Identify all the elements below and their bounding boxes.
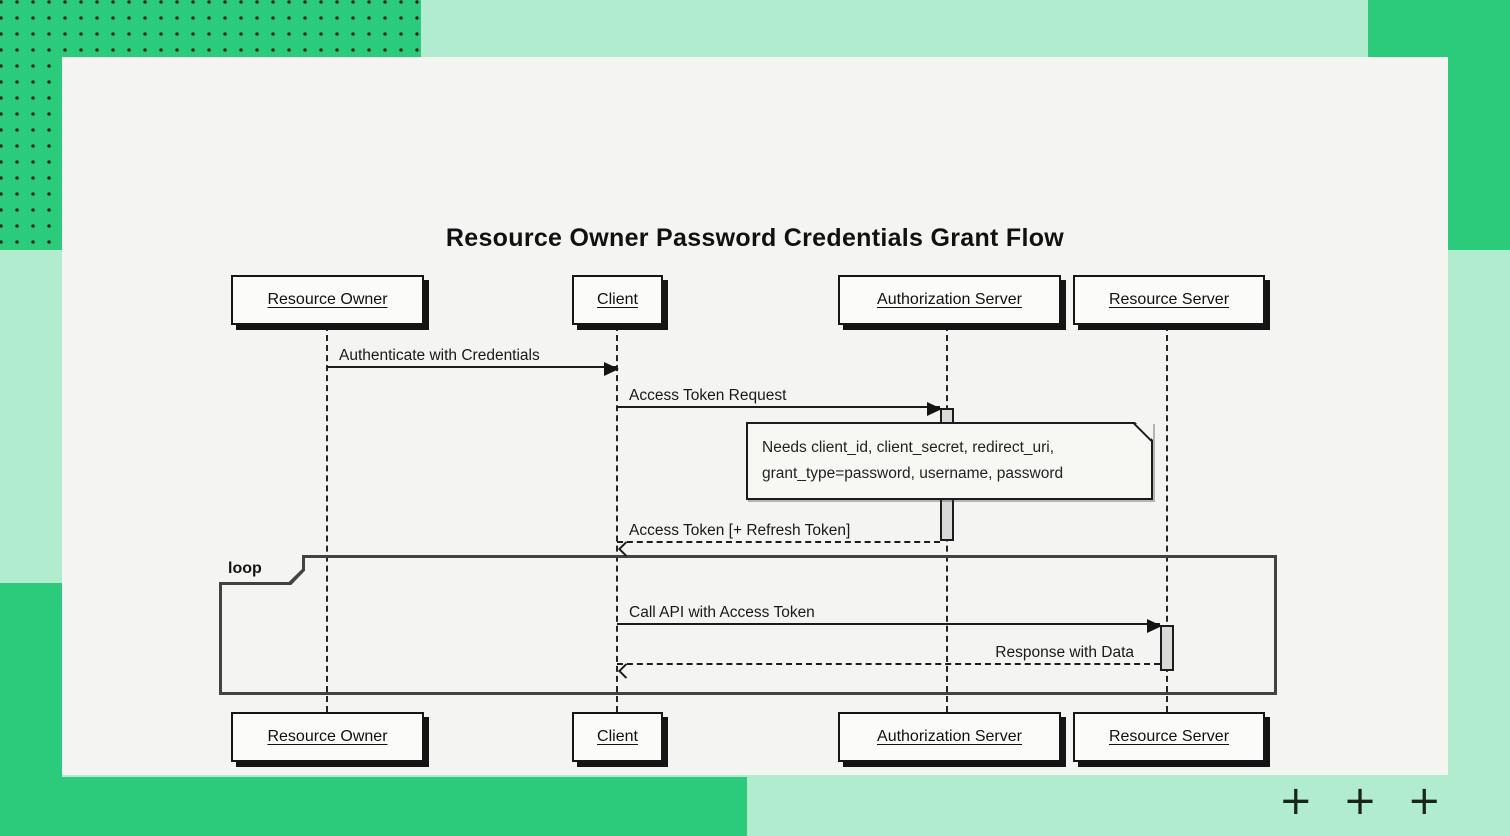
participant-client-bottom: Client (572, 712, 663, 762)
bottom-green-strip (0, 777, 747, 836)
participant-label: Resource Server (1108, 728, 1230, 745)
message-line (617, 406, 940, 408)
loop-fragment-frame: loop (219, 555, 1277, 695)
note-line-1: Needs client_id, client_secret, redirect… (762, 439, 1055, 456)
activation-bar-resource-server (1160, 625, 1174, 671)
message-access-token-refresh-token: Access Token [+ Refresh Token] (617, 519, 940, 557)
participant-resource-server-top: Resource Server (1073, 275, 1265, 325)
participant-label: Resource Server (1108, 291, 1230, 308)
participant-label: Client (597, 291, 638, 308)
participant-label: Client (597, 728, 638, 745)
arrowhead-solid-icon (927, 402, 942, 416)
message-line (327, 366, 617, 368)
participant-resource-owner-top: Resource Owner (231, 275, 424, 325)
participant-label: Authorization Server (877, 291, 1022, 308)
arrowhead-solid-icon (1147, 619, 1162, 633)
message-line-dashed (617, 663, 1160, 665)
arrowhead-solid-icon (604, 362, 619, 376)
message-label: Response with Data (995, 644, 1134, 661)
loop-label-tab: loop (219, 555, 305, 585)
message-authenticate-with-credentials: Authenticate with Credentials (327, 344, 619, 376)
participant-label: Resource Owner (267, 291, 388, 308)
participant-client-top: Client (572, 275, 663, 325)
participant-resource-server-bottom: Resource Server (1073, 712, 1265, 762)
message-access-token-request: Access Token Request (617, 384, 942, 416)
participant-authorization-server-top: Authorization Server (838, 275, 1061, 325)
message-response-with-data: Response with Data (617, 641, 1160, 679)
participant-authorization-server-bottom: Authorization Server (838, 712, 1061, 762)
plus-decor-icon: + + + (1279, 778, 1450, 824)
message-label: Access Token [+ Refresh Token] (629, 522, 851, 539)
message-label: Access Token Request (629, 387, 787, 404)
message-line-dashed (617, 541, 940, 543)
loop-label: loop (219, 555, 302, 582)
note-fold-icon (1135, 422, 1153, 440)
diagram-title: Resource Owner Password Credentials Gran… (445, 224, 1065, 252)
sequence-diagram-canvas: Resource Owner Password Credentials Gran… (62, 57, 1448, 775)
participant-resource-owner-bottom: Resource Owner (231, 712, 424, 762)
lifeline-client (616, 325, 618, 712)
message-call-api-with-access-token: Call API with Access Token (617, 601, 1162, 633)
message-label: Call API with Access Token (629, 604, 815, 621)
participant-label: Resource Owner (267, 728, 388, 745)
lifeline-resource-owner (326, 325, 328, 712)
note-line-2: grant_type=password, username, password (762, 465, 1064, 482)
participant-label: Authorization Server (877, 728, 1022, 745)
message-line (617, 623, 1160, 625)
lifeline-resource-server (1166, 325, 1168, 712)
note-token-request-params: Needs client_id, client_secret, redirect… (746, 422, 1153, 500)
message-label: Authenticate with Credentials (339, 347, 540, 364)
